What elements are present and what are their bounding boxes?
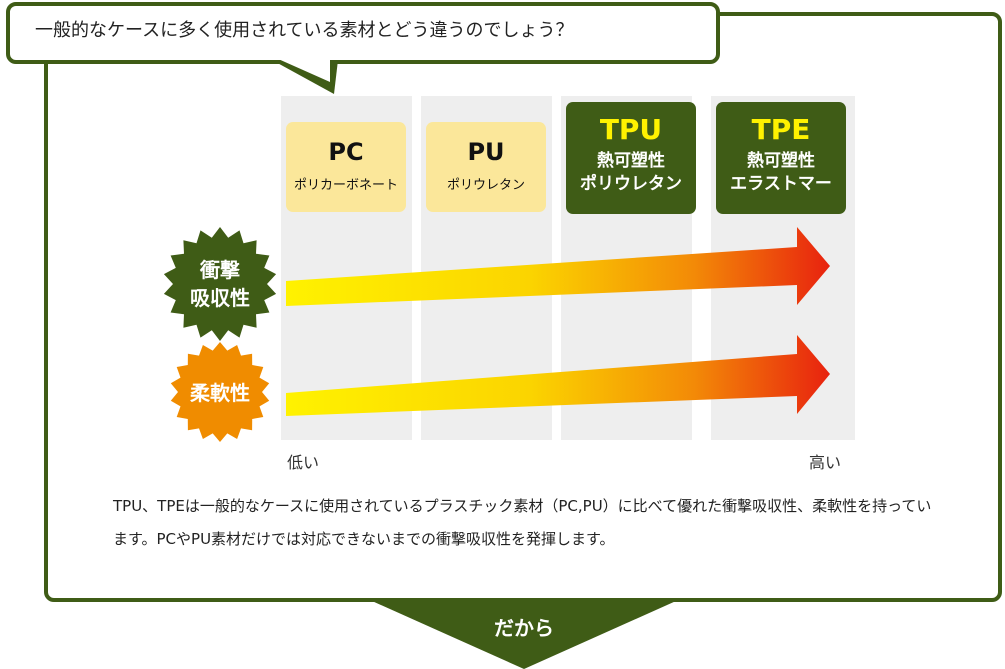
impact-label-line1: 衝撃: [200, 258, 240, 282]
impact-badge: [163, 227, 277, 341]
flexibility-badge: [170, 342, 270, 442]
flexibility-badge-label: 柔軟性: [190, 381, 250, 405]
material-tpe-name-1: 熱可塑性: [747, 151, 815, 171]
material-pu: PU ポリウレタン: [426, 122, 546, 212]
material-pc-name: ポリカーボネート: [293, 178, 398, 193]
material-tpe-abbr: TPE: [751, 113, 811, 146]
scale-high: 高い: [809, 453, 842, 472]
material-pc: PC ポリカーボネート: [286, 122, 406, 212]
material-pu-name: ポリウレタン: [446, 178, 525, 193]
material-tpu-name-2: ポリウレタン: [580, 174, 682, 194]
material-tpu: TPU 熱可塑性 ポリウレタン: [566, 102, 696, 214]
flexibility-arrow: [286, 335, 830, 416]
impact-badge-label: 衝撃 吸収性: [170, 256, 270, 312]
material-pu-abbr: PU: [467, 138, 505, 166]
impact-arrow: [286, 227, 830, 306]
question-bubble: [6, 2, 720, 64]
conclusion-text: だから: [494, 616, 554, 640]
material-tpu-name-1: 熱可塑性: [597, 151, 665, 171]
question-text: 一般的なケースに多く使用されている素材とどう違うのでしょう？: [35, 20, 574, 41]
scale-low: 低い: [287, 453, 320, 472]
impact-label-line2: 吸収性: [190, 286, 250, 310]
description-text: TPU、TPEは一般的なケースに使用されているプラスチック素材（PC,PU）に比…: [113, 497, 932, 548]
conclusion-arrow: [372, 601, 676, 669]
material-pc-abbr: PC: [328, 138, 364, 166]
material-tpe: TPE 熱可塑性 エラストマー: [716, 102, 846, 214]
material-tpe-name-2: エラストマー: [730, 174, 832, 194]
material-tpu-abbr: TPU: [599, 113, 663, 146]
